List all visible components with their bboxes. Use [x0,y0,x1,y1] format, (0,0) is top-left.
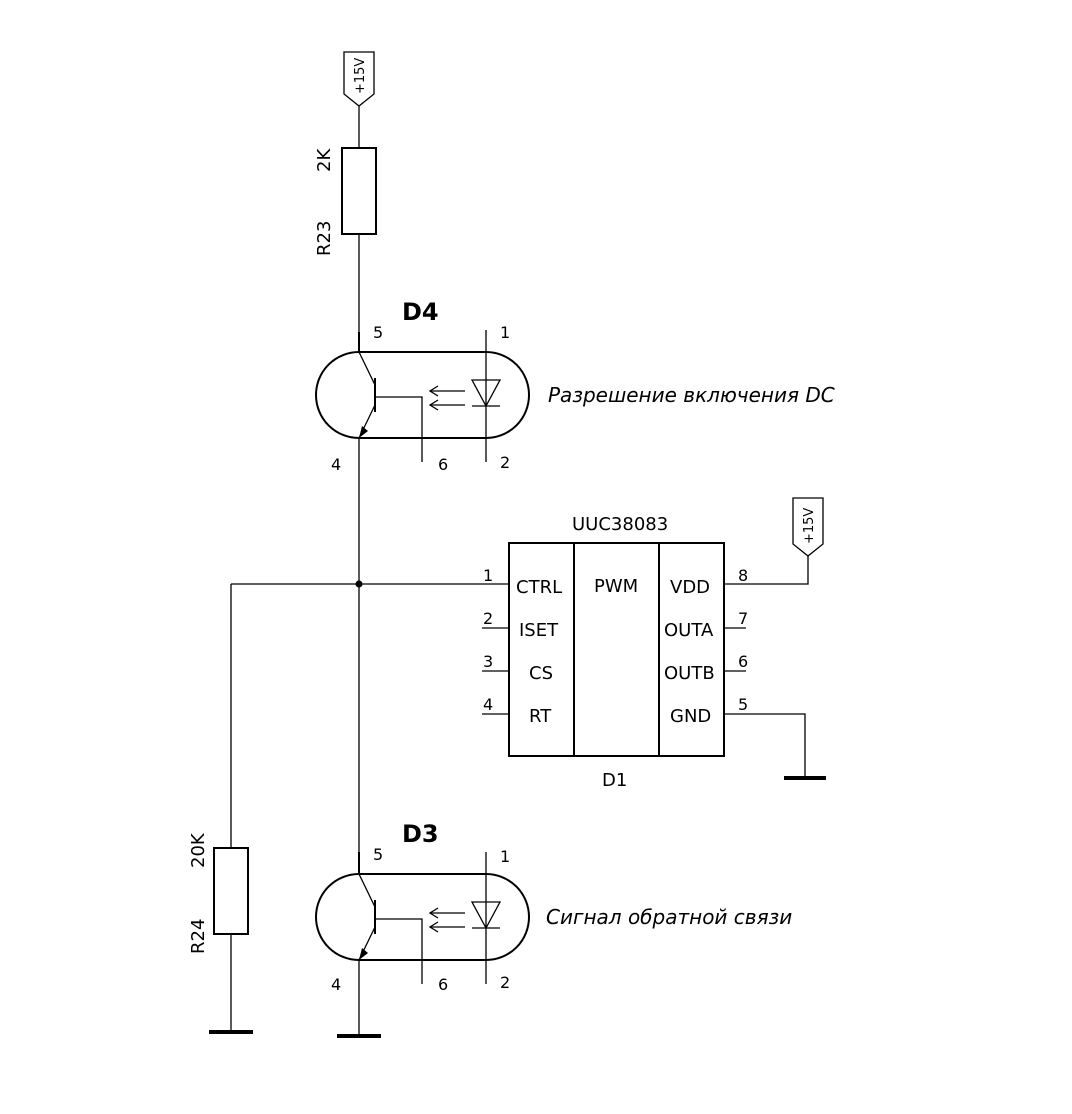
power-flag-top-label: +15V [353,58,368,94]
d3-pin4: 4 [331,975,341,994]
r24-ref: R24 [188,919,209,954]
optocoupler-d4: D4 5 1 4 6 2 [315,298,530,474]
d4-note: Разрешение включения DC [548,383,835,407]
d1-pin2-name: ISET [519,620,559,641]
d4-pin4: 4 [331,455,341,474]
wire-vdd-to-15v [724,556,809,585]
d1-pin5-name: GND [670,706,711,727]
d1-pin2-num: 2 [483,609,493,628]
resistor-r23: 2K R23 [314,147,377,256]
d1-pin3-num: 3 [483,652,493,671]
ic-d1: UUC38083 D1 PWM 1 2 3 4 CTRL ISET CS RT … [482,514,748,791]
d4-pin6: 6 [438,455,448,474]
d1-part: UUC38083 [572,514,668,535]
d1-pin7-num: 7 [738,609,748,628]
resistor-r24: 20K R24 [188,832,249,954]
d4-pin5: 5 [373,323,383,342]
d4-pin2: 2 [500,453,510,472]
d4-pin1: 1 [500,323,510,342]
wire-gnd-pin [724,713,806,778]
optocoupler-d3: D3 5 1 4 6 2 [315,820,530,1036]
r23-ref: R23 [314,221,335,256]
d1-pin6-name: OUTB [664,663,715,684]
d1-pin3-name: CS [529,663,553,684]
d1-pin8-name: VDD [670,577,710,598]
d1-pin6-num: 6 [738,652,748,671]
d1-pin1-num: 1 [483,566,493,585]
d1-pin1-name: CTRL [516,577,562,598]
d3-pin1: 1 [500,847,510,866]
r23-value: 2K [314,148,335,172]
r24-value: 20K [188,832,209,868]
d1-center-label: PWM [594,576,638,597]
d3-pin2: 2 [500,973,510,992]
d1-pin4-name: RT [529,706,552,727]
d4-ref: D4 [402,298,439,326]
d3-ref: D3 [402,820,439,848]
d1-ref: D1 [602,770,627,791]
d3-note: Сигнал обратной связи [546,905,792,929]
d1-pin5-num: 5 [738,695,748,714]
d1-pin8-num: 8 [738,566,748,585]
power-flag-right: +15V [792,497,824,557]
power-flag-top: +15V [343,51,375,107]
d1-pin4-num: 4 [483,695,493,714]
power-flag-right-label: +15V [802,508,817,544]
d1-pin7-name: OUTA [664,620,714,641]
d3-pin6: 6 [438,975,448,994]
d3-pin5: 5 [373,845,383,864]
